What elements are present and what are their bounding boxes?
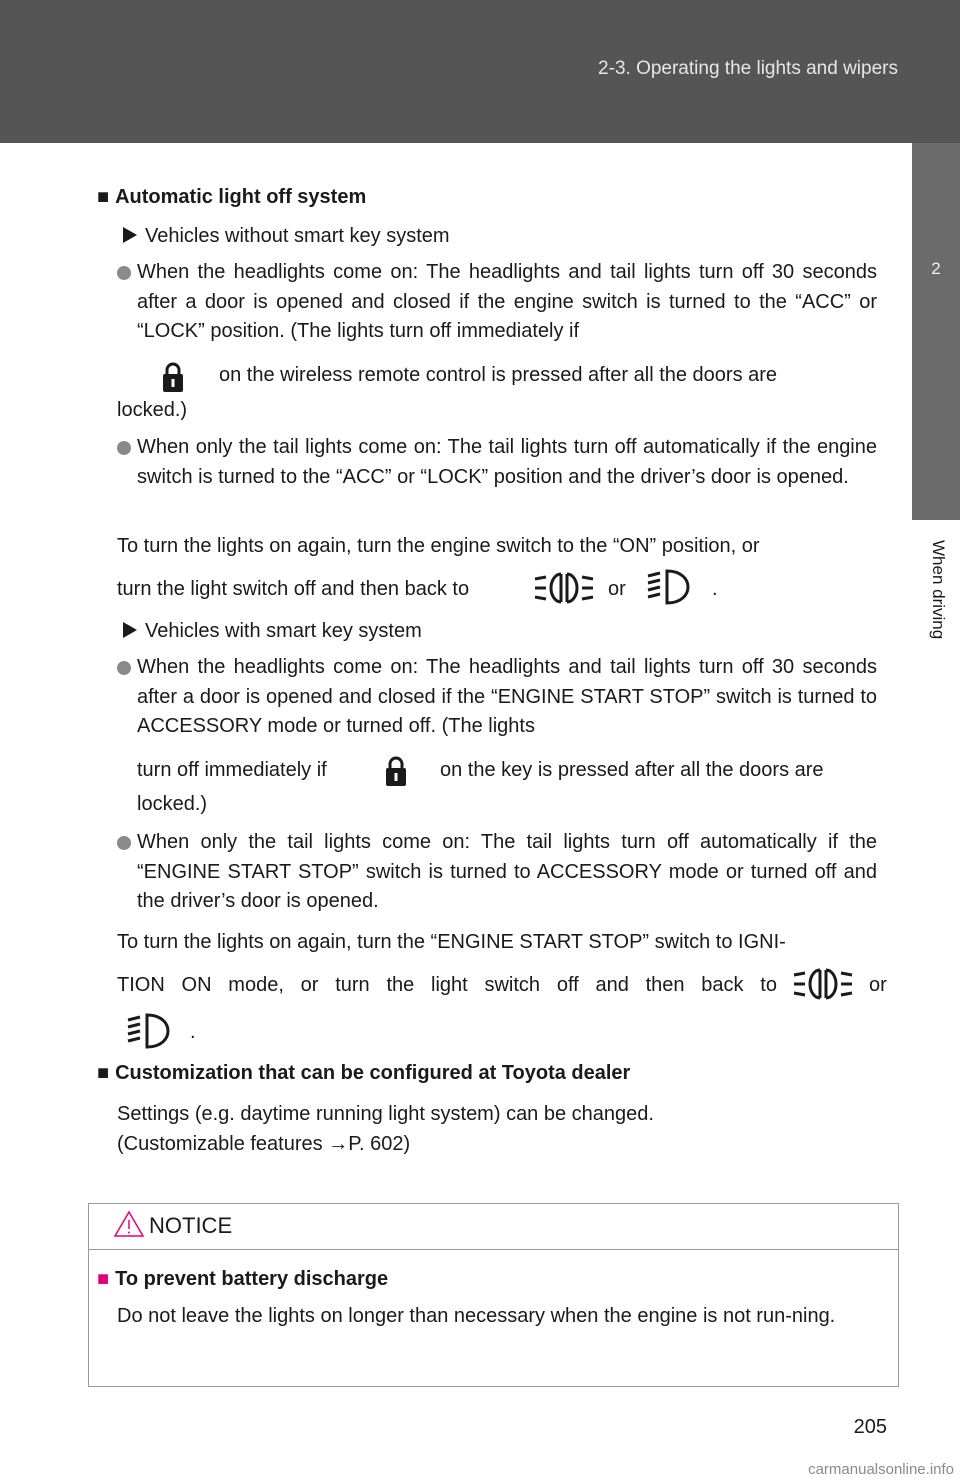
triangle-marker-icon (123, 622, 137, 638)
bullet-continuation: on the wireless remote control is presse… (219, 364, 778, 386)
subheading-text: Vehicles without smart key system (145, 225, 450, 247)
chapter-label: When driving (929, 540, 948, 640)
chapter-tab: 2 (912, 143, 960, 520)
watermark: carmanualsonline.info (808, 1461, 954, 1478)
bullet-paragraph: When only the tail lights come on: The t… (137, 436, 877, 488)
bullet-end: locked.) (137, 793, 208, 815)
or-text: or (608, 578, 626, 600)
page-number: 205 (853, 1416, 887, 1438)
bullet-icon (117, 836, 131, 850)
bullet-line: on the key is pressed after all the door… (440, 759, 824, 781)
tail-light-icon (534, 572, 594, 604)
bullet-paragraph: When only the tail lights come on: The t… (137, 831, 877, 912)
paragraph-line: To turn the lights on again, turn the en… (117, 535, 760, 557)
paragraph-line: (Customizable features →P. 602) (117, 1133, 411, 1155)
subheading-text: Vehicles with smart key system (145, 620, 422, 642)
subheading-without-smart-key: Vehicles without smart key system (123, 225, 450, 248)
section-heading: ■Customization that can be configured at… (97, 1062, 630, 1085)
warning-triangle-icon (113, 1210, 145, 1237)
square-bullet-icon: ■ (97, 1268, 110, 1290)
lock-icon (163, 362, 183, 392)
headlight-icon (127, 1013, 170, 1049)
bullet-icon (117, 441, 131, 455)
section-title: 2-3. Operating the lights and wipers (598, 58, 898, 79)
paragraph-line: To turn the lights on again, turn the “E… (117, 931, 786, 953)
page-header: 2-3. Operating the lights and wipers (0, 0, 960, 143)
headlight-icon (647, 569, 690, 605)
bullet-paragraph: When the headlights come on: The headlig… (137, 656, 877, 737)
heading-text: Customization that can be configured at … (115, 1062, 631, 1084)
bullet-end: locked.) (117, 399, 188, 421)
notice-text: Do not leave the lights on longer than n… (117, 1305, 836, 1327)
heading-text: Automatic light off system (115, 186, 367, 208)
tail-light-icon (793, 968, 853, 1000)
chapter-number: 2 (931, 259, 941, 278)
notice-box: NOTICE ■To prevent battery discharge Do … (88, 1203, 899, 1387)
bullet-line: turn off immediately if (137, 759, 327, 781)
period-text: . (190, 1021, 196, 1043)
notice-header: NOTICE (89, 1204, 898, 1250)
section-heading: ■Automatic light off system (97, 186, 366, 209)
bullet-paragraph: When the headlights come on: The headlig… (137, 261, 877, 342)
notice-heading: ■To prevent battery discharge (97, 1268, 388, 1291)
period-text: . (712, 578, 718, 600)
notice-title: NOTICE (149, 1213, 233, 1238)
square-bullet-icon: ■ (97, 1062, 110, 1084)
triangle-marker-icon (123, 227, 137, 243)
square-bullet-icon: ■ (97, 186, 110, 208)
bullet-icon (117, 266, 131, 280)
paragraph-line: Settings (e.g. daytime running light sys… (117, 1103, 654, 1125)
bullet-icon (117, 661, 131, 675)
lock-icon (386, 756, 406, 786)
paragraph-line: TION ON mode, or turn the light switch o… (117, 974, 777, 996)
subheading-with-smart-key: Vehicles with smart key system (123, 620, 422, 643)
or-text: or (869, 974, 887, 996)
paragraph-line: turn the light switch off and then back … (117, 578, 470, 600)
notice-heading-text: To prevent battery discharge (115, 1268, 389, 1290)
